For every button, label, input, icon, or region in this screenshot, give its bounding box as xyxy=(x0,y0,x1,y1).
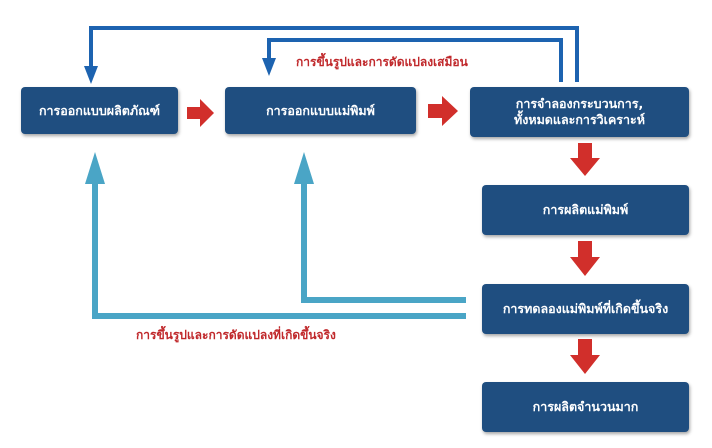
real-mold-testing-label: การทดลองแม่พิมพ์ที่เกิดขึ้นจริง xyxy=(502,301,669,316)
mold-production-label: การผลิตแม่พิมพ์ xyxy=(542,202,629,217)
mold-production-box: การผลิตแม่พิมพ์ xyxy=(482,185,689,235)
mass-production-label: การผลิตจำนวนมาก xyxy=(532,399,639,414)
simulation-analysis-box: การจำลองกระบวนการ, ทั้งหมดและการวิเคราะห… xyxy=(470,87,689,137)
real-loop-inner-arrowhead xyxy=(294,152,314,184)
simulation-analysis-label: การจำลองกระบวนการ, ทั้งหมดและการวิเคราะห… xyxy=(513,96,645,127)
real-mold-testing-box: การทดลองแม่พิมพ์ที่เกิดขึ้นจริง xyxy=(482,284,689,334)
sim-loop-inner-arrowhead xyxy=(262,58,276,76)
mass-production-box: การผลิตจำนวนมาก xyxy=(482,382,689,432)
flow-arrow-simulation-to-production xyxy=(570,143,600,176)
simulated-revision-label: การขึ้นรูปและการดัดแปลงเสมือน xyxy=(296,55,468,69)
product-design-label: การออกแบบผลิตภัณฑ์ xyxy=(38,102,161,118)
real-loop-inner-line xyxy=(301,182,466,303)
sim-loop-outer-arrowhead xyxy=(84,66,98,84)
mold-design-label: การออกแบบแม่พิมพ์ xyxy=(266,102,375,118)
mold-design-box: การออกแบบแม่พิมพ์ xyxy=(225,87,416,134)
real-revision-label: การขึ้นรูปและการดัดแปลงที่เกิดขึ้นจริง xyxy=(136,328,336,342)
flow-arrow-testing-to-mass xyxy=(570,339,600,374)
real-loop-outer-line xyxy=(92,182,466,319)
flow-arrow-production-to-testing xyxy=(570,241,600,276)
real-loop-outer-arrowhead xyxy=(85,152,105,184)
sim-loop-outer-line xyxy=(89,26,579,82)
sim-loop-inner-line xyxy=(267,38,563,82)
flow-arrow-design-to-mold xyxy=(187,99,214,127)
product-design-box: การออกแบบผลิตภัณฑ์ xyxy=(21,87,178,134)
flow-arrow-mold-to-simulation xyxy=(428,96,458,126)
